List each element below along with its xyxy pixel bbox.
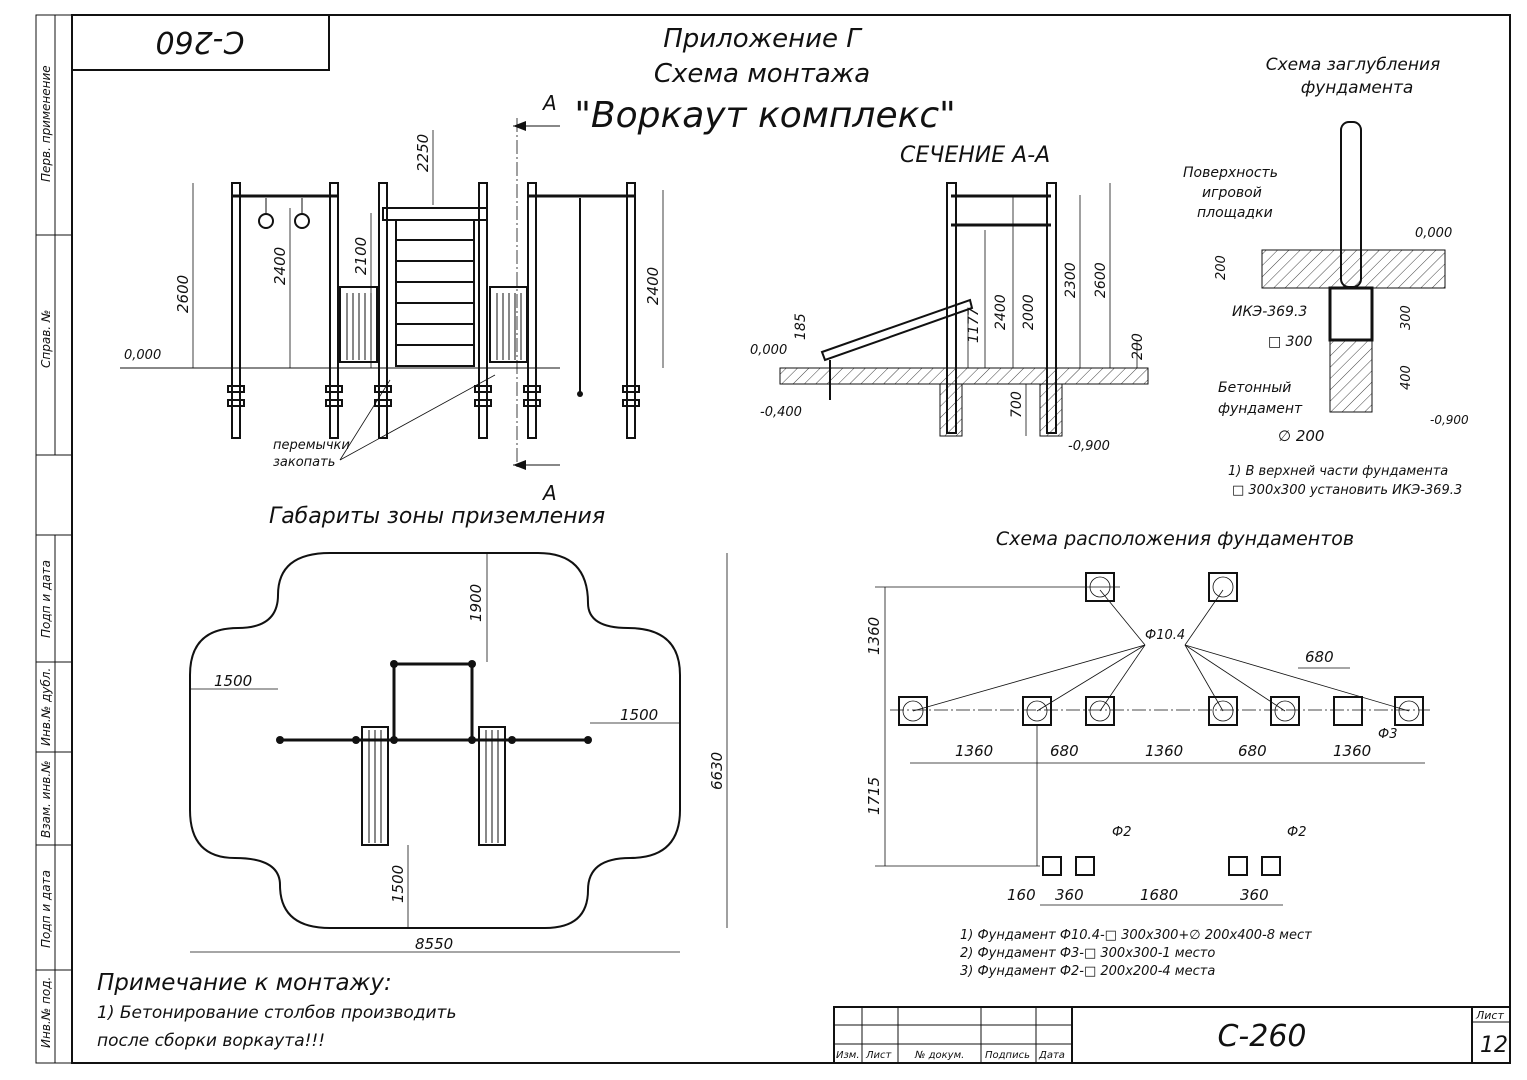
sheet-frame xyxy=(35,14,1511,1064)
layout-note-1: 1) Фундамент Ф10.4-□ 300x300+∅ 200x400-8… xyxy=(960,928,1312,943)
front-view: 2250 2600 2400 2100 2400 0,000 перемычки… xyxy=(120,118,664,505)
layout-title: Схема расположения фундаментов xyxy=(996,528,1354,550)
stamp-label-2: Справ. № xyxy=(39,310,53,368)
layout-dim-bottom-1: 160 xyxy=(1007,886,1036,904)
layout-dim-680-top: 680 xyxy=(1305,648,1334,666)
layout-dim-bottom-4: 360 xyxy=(1240,886,1269,904)
stamp-label-5: Взам. инв.№ xyxy=(39,760,53,838)
depth-level-bottom: -0,900 xyxy=(1430,413,1469,427)
layout-dim-bottom-2: 360 xyxy=(1055,886,1084,904)
section-dim-2600: 2600 xyxy=(1093,262,1109,298)
tb-code: С-260 xyxy=(1217,1019,1306,1054)
layout-f2b: Ф2 xyxy=(1287,825,1306,840)
tb-col-5: Дата xyxy=(1038,1050,1065,1061)
front-dim-2400b: 2400 xyxy=(644,267,662,305)
depth-dim-400: 400 xyxy=(1399,365,1414,390)
tb-col-3: № докум. xyxy=(914,1050,964,1061)
landing-dim-1900: 1900 xyxy=(467,584,485,622)
front-dim-2400a: 2400 xyxy=(271,247,289,285)
layout-note-2: 2) Фундамент Ф3-□ 300x300-1 место xyxy=(960,946,1215,961)
section-dim-200: 200 xyxy=(1130,333,1146,360)
depth-title-2: фундамента xyxy=(1301,78,1414,98)
depth-ike: ИКЭ-369.3 xyxy=(1232,304,1307,320)
front-dim-2250: 2250 xyxy=(414,134,432,172)
stamp-label-6: Подп и дата xyxy=(39,870,53,948)
depth-diameter: ∅ 200 xyxy=(1278,427,1324,445)
stamp-label-4: Инв.№ дубл. xyxy=(39,668,53,746)
stamp-label-1: Перв. применение xyxy=(39,65,53,182)
layout-dim-1360-v: 1360 xyxy=(865,617,883,655)
landing-dim-1500-bottom: 1500 xyxy=(389,865,407,903)
side-stamp-labels: Перв. применение Справ. № Подп и дата Ин… xyxy=(39,65,53,1048)
landing-dim-1500-left: 1500 xyxy=(214,672,252,690)
landing-title: Габариты зоны приземления xyxy=(269,504,605,529)
tb-sheet-label: Лист xyxy=(1475,1009,1504,1022)
section-level-m090: -0,900 xyxy=(1068,439,1110,454)
depth-scheme: Схема заглубления фундамента Поверхность… xyxy=(1183,55,1469,498)
foundation-layout: Схема расположения фундаментов xyxy=(865,528,1430,979)
layout-dim-row-3: 1360 xyxy=(1145,742,1183,760)
depth-dim-300: 300 xyxy=(1399,305,1414,330)
section-dim-185: 185 xyxy=(793,313,809,340)
depth-title-1: Схема заглубления xyxy=(1266,55,1441,75)
front-note-line2: закопать xyxy=(273,455,335,470)
front-dim-2600: 2600 xyxy=(174,275,192,313)
depth-surface-1: Поверхность xyxy=(1183,165,1278,181)
header-title: "Воркаут комплекс" xyxy=(574,95,955,136)
landing-dim-6630: 6630 xyxy=(708,752,726,790)
mount-note: Примечание к монтажу: 1) Бетонирование с… xyxy=(97,970,456,1051)
title-block: Изм. Лист № докум. Подпись Дата С-260 Ли… xyxy=(833,1006,1511,1064)
section-level-m040: -0,400 xyxy=(760,405,802,420)
front-dim-2100: 2100 xyxy=(352,237,370,275)
layout-dim-row-2: 680 xyxy=(1050,742,1079,760)
layout-f2a: Ф2 xyxy=(1112,825,1131,840)
depth-surface-2: игровой xyxy=(1202,185,1262,201)
section-level-0: 0,000 xyxy=(750,343,787,358)
sheet-code-top: С-260 xyxy=(155,24,244,59)
section-dim-2400: 2400 xyxy=(993,294,1009,330)
depth-square: □ 300 xyxy=(1268,334,1312,350)
tb-col-4: Подпись xyxy=(985,1050,1030,1061)
mount-note-line1: 1) Бетонирование столбов производить xyxy=(97,1003,456,1023)
section-letter-top: А xyxy=(541,91,557,115)
landing-dim-1500-right: 1500 xyxy=(620,706,658,724)
layout-dim-bottom-3: 1680 xyxy=(1140,886,1178,904)
section-letter-bottom: А xyxy=(541,481,557,505)
front-note-line1: перемычки xyxy=(273,438,350,453)
depth-concrete-2: фундамент xyxy=(1218,401,1303,417)
layout-dim-row-1: 1360 xyxy=(955,742,993,760)
depth-concrete-1: Бетонный xyxy=(1218,380,1291,396)
layout-note-3: 3) Фундамент Ф2-□ 200x200-4 места xyxy=(960,964,1215,979)
landing-zone: Габариты зоны приземления 1900 1500 1500… xyxy=(189,504,728,953)
section-dim-2000: 2000 xyxy=(1021,294,1037,330)
front-level-0: 0,000 xyxy=(124,348,161,363)
stamp-label-3: Подп и дата xyxy=(39,560,53,638)
section-dim-700: 700 xyxy=(1009,391,1025,418)
section-dim-1177: 1177 xyxy=(966,307,982,343)
layout-dim-row-5: 1360 xyxy=(1333,742,1371,760)
depth-dim-200: 200 xyxy=(1214,255,1229,280)
landing-dim-8550: 8550 xyxy=(415,935,453,953)
mount-note-line2: после сборки воркаута!!! xyxy=(97,1031,325,1051)
depth-surface-3: площадки xyxy=(1197,205,1273,221)
depth-level-top: 0,000 xyxy=(1415,226,1452,241)
layout-f3: Ф3 xyxy=(1378,727,1397,742)
layout-f104: Ф10.4 xyxy=(1145,628,1185,643)
tb-col-2: Лист xyxy=(865,1050,893,1061)
layout-dim-row-4: 680 xyxy=(1238,742,1267,760)
mount-note-title: Примечание к монтажу: xyxy=(97,970,392,996)
depth-note-1: 1) В верхней части фундамента xyxy=(1228,464,1448,479)
tb-col-1: Изм. xyxy=(836,1050,860,1061)
section-dim-2300: 2300 xyxy=(1063,262,1079,298)
stamp-label-7: Инв.№ под. xyxy=(39,977,53,1048)
tb-sheet-number: 12 xyxy=(1480,1033,1508,1058)
layout-dim-1715-v: 1715 xyxy=(865,777,883,815)
header-line2: Схема монтажа xyxy=(654,59,870,89)
section-aa-title: СЕЧЕНИЕ А-А xyxy=(900,143,1050,168)
header-line1: Приложение Г xyxy=(663,24,863,54)
section-aa: СЕЧЕНИЕ А-А 185 1177 2400 2000 2300 2600… xyxy=(750,143,1149,454)
depth-note-2: □ 300x300 установить ИКЭ-369.3 xyxy=(1232,483,1462,498)
header: Приложение Г Схема монтажа "Воркаут комп… xyxy=(513,24,956,136)
